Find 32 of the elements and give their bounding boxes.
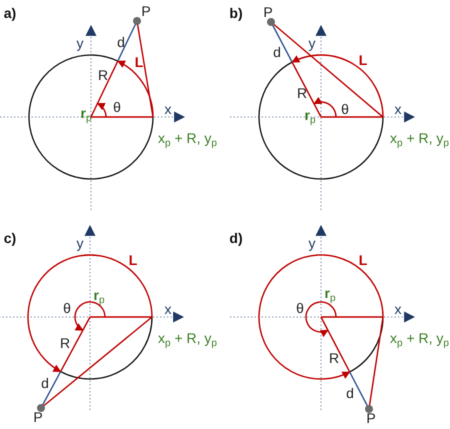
panel-label: b) <box>229 6 243 20</box>
arc-length-label: L <box>128 253 138 267</box>
axis-label: y <box>308 236 316 250</box>
panel-label: c) <box>4 231 16 245</box>
segment-label: R <box>60 336 70 350</box>
segment-label: d <box>273 45 281 59</box>
angle-label: θ <box>63 301 71 315</box>
axis-label: y <box>76 36 84 50</box>
segment-label: R <box>98 68 108 82</box>
arc-length-label: L <box>134 55 144 69</box>
axis-label: x <box>164 102 172 116</box>
point-label: P <box>141 4 151 18</box>
point-label: P <box>33 410 43 424</box>
axis-label: x <box>394 102 402 116</box>
angle-label: θ <box>341 102 349 116</box>
axis-label: y <box>308 36 316 50</box>
angle-label: θ <box>113 100 121 114</box>
segment-label: d <box>117 35 125 49</box>
angle-label: θ <box>296 301 304 315</box>
point-label: P <box>366 411 376 425</box>
axis-label: x <box>164 302 172 316</box>
arc-length-label: L <box>358 253 368 267</box>
arc-length-label: L <box>358 53 368 67</box>
segment-label: R <box>296 86 308 100</box>
axis-label: y <box>76 236 84 250</box>
panel-label: a) <box>4 6 16 20</box>
point-label: P <box>263 5 273 19</box>
axis-label: x <box>394 302 402 316</box>
segment-label: d <box>41 376 49 390</box>
panel-label: d) <box>229 231 243 245</box>
segment-label: R <box>328 351 340 365</box>
segment-label: d <box>346 386 354 400</box>
